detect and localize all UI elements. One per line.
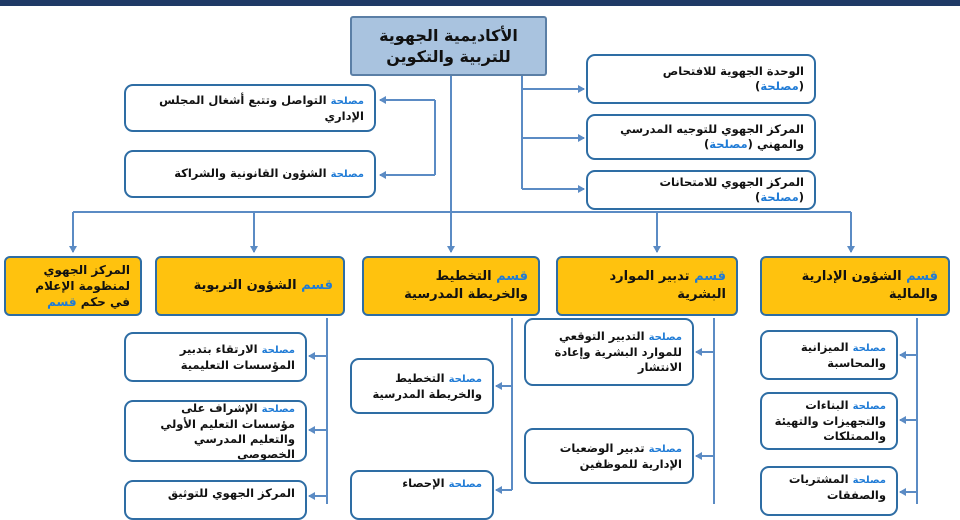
dept-admin-finance[interactable]: قسم الشؤون الإدارية والمالية (760, 256, 950, 316)
legal-partnership-service-box[interactable]: مصلحة الشؤون القانونية والشراكة (124, 150, 376, 198)
staff-administrative-status-service-box[interactable]: مصلحة تدبير الوضعيات الإدارية للموظفين (524, 428, 694, 484)
unit-label: المركز الجهوي للامتحانات (659, 175, 804, 189)
unit-tag: مصلحة (760, 79, 799, 93)
service-prefix: مصلحة (330, 169, 364, 180)
dept-label: الشؤون التربوية (193, 278, 297, 293)
service-label: الإحصاء (402, 476, 445, 490)
procurement-service-box[interactable]: مصلحة المشتريات والصفقات (760, 466, 898, 516)
exams-center-box[interactable]: المركز الجهوي للامتحانات (مصلحة) (586, 170, 816, 210)
unit-tag: مصلحة (709, 137, 748, 151)
dept-human-resources[interactable]: قسم تدبير الموارد البشرية (556, 256, 738, 316)
service-prefix: مصلحة (261, 344, 295, 356)
preschool-private-education-service-box[interactable]: مصلحة الإشراف على مؤسسات التعليم الأولي … (124, 400, 307, 462)
root-title-line2: للتربية والتكوين (386, 47, 511, 66)
service-label: التواصل وتتبع أشغال المجلس الإداري (159, 92, 364, 123)
service-prefix: مصلحة (261, 403, 295, 415)
dept-prefix: قسم (906, 269, 938, 284)
service-label: المركز الجهوي للتوثيق (167, 486, 295, 500)
dept-information-system-center[interactable]: المركز الجهوي لمنظومة الإعلام في حكم قسم (4, 256, 142, 316)
org-chart-connectors (69, 76, 918, 504)
service-prefix: مصلحة (852, 342, 886, 354)
dept-planning-school-map[interactable]: قسم التخطيط والخريطة المدرسية (362, 256, 540, 316)
service-prefix: مصلحة (448, 479, 482, 490)
service-label: تدبير الوضعيات الإدارية للموظفين (559, 440, 682, 471)
dept-prefix: قسم (301, 278, 333, 293)
dept-label: تدبير الموارد البشرية (609, 269, 726, 302)
service-label: التخطيط والخريطة المدرسية (372, 370, 482, 401)
top-border-bar (0, 0, 960, 6)
service-label: الإشراف على مؤسسات التعليم الأولي والتعل… (160, 400, 295, 461)
audit-unit-box[interactable]: الوحدة الجهوية للافتحاص (مصلحة) (586, 54, 816, 104)
service-prefix: مصلحة (852, 475, 886, 486)
documentation-center-box[interactable]: المركز الجهوي للتوثيق (124, 480, 307, 520)
service-label: التدبير التوقعي للموارد البشرية وإعادة ا… (554, 329, 682, 374)
service-label: المشتريات والصفقات (788, 472, 886, 502)
service-prefix: مصلحة (852, 401, 886, 412)
school-management-service-box[interactable]: مصلحة الارتقاء بتدبير المؤسسات التعليمية (124, 332, 307, 382)
buildings-equipment-service-box[interactable]: مصلحة البناءات والتجهيزات والتهيئة والمم… (760, 392, 898, 450)
communication-council-service-box[interactable]: مصلحة التواصل وتتبع أشغال المجلس الإداري (124, 84, 376, 132)
unit-label: المركز الجهوي للتوجيه المدرسي والمهني (620, 122, 804, 151)
root-title-line1: الأكاديمية الجهوية (379, 26, 518, 45)
service-prefix: مصلحة (448, 373, 482, 385)
service-prefix: مصلحة (330, 95, 364, 107)
service-label: الميزانية والمحاسبة (800, 339, 886, 370)
hr-forecast-service-box[interactable]: مصلحة التدبير التوقعي للموارد البشرية وإ… (524, 318, 694, 386)
dept-label: المركز الجهوي لمنظومة الإعلام في حكم (35, 263, 130, 309)
dept-prefix: قسم (496, 269, 528, 284)
dept-label: التخطيط والخريطة المدرسية (404, 269, 528, 302)
budget-accounting-service-box[interactable]: مصلحة الميزانية والمحاسبة (760, 330, 898, 380)
dept-prefix: قسم (694, 269, 726, 284)
service-label: الارتقاء بتدبير المؤسسات التعليمية (179, 341, 295, 372)
dept-suffix: قسم (47, 295, 77, 309)
dept-label: الشؤون الإدارية والمالية (801, 269, 938, 302)
dept-educational-affairs[interactable]: قسم الشؤون التربوية (155, 256, 345, 316)
unit-tag: مصلحة (760, 190, 799, 204)
service-label: البناءات والتجهيزات والتهيئة والممتلكات (774, 398, 886, 443)
academy-root-node[interactable]: الأكاديمية الجهوية للتربية والتكوين (350, 16, 547, 76)
guidance-center-box[interactable]: المركز الجهوي للتوجيه المدرسي والمهني (م… (586, 114, 816, 160)
unit-label: الوحدة الجهوية للافتحاص (662, 64, 804, 78)
statistics-service-box[interactable]: مصلحة الإحصاء (350, 470, 494, 520)
service-prefix: مصلحة (648, 332, 682, 343)
service-label: الشؤون القانونية والشراكة (174, 166, 327, 180)
service-prefix: مصلحة (648, 443, 682, 455)
planning-school-map-service-box[interactable]: مصلحة التخطيط والخريطة المدرسية (350, 358, 494, 414)
